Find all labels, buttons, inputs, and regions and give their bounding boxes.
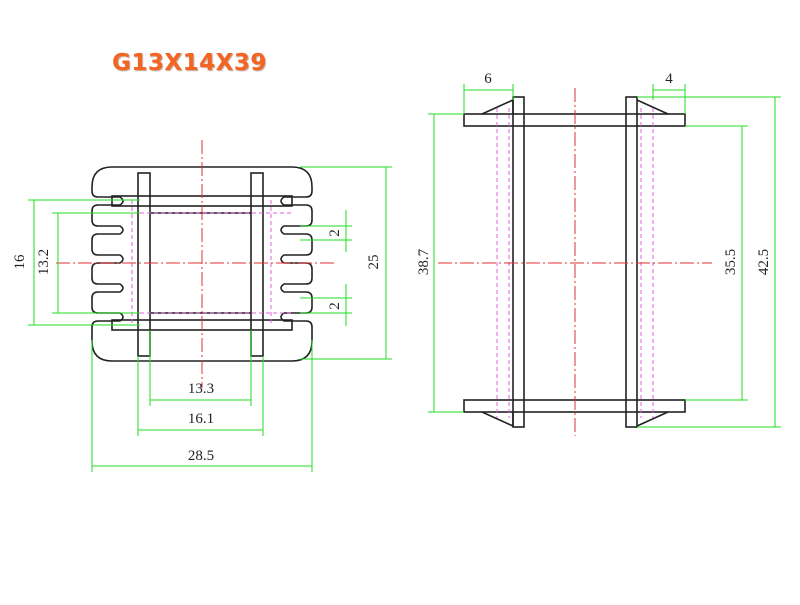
dim-25: 25: [300, 166, 392, 360]
dim-38-7-label: 38.7: [416, 248, 432, 275]
pin-top-right: [636, 99, 669, 115]
dim-35-5: 35.5: [685, 125, 748, 401]
left-post: [137, 172, 151, 357]
side-left-tube: [512, 96, 525, 428]
dim-13-2-label: 13.2: [36, 249, 52, 275]
dim-16-label: 16: [12, 254, 28, 270]
dim-2-upper: 2: [300, 210, 352, 252]
front-view: 16 13.2 25 2: [12, 140, 392, 472]
pin-bottom-left: [481, 411, 514, 428]
dim-13-2: 13.2: [36, 212, 140, 314]
dim-4: 4: [652, 71, 686, 114]
dim-16-1-label: 16.1: [188, 411, 214, 427]
dim-38-7: 38.7: [416, 113, 464, 413]
pin-bottom-right: [636, 411, 669, 427]
dim-13-3-label: 13.3: [188, 381, 214, 397]
dim-28-5-label: 28.5: [188, 448, 214, 464]
dim-42-5-label: 42.5: [756, 249, 772, 275]
dim-6: 6: [463, 71, 514, 114]
part-title: G13X14X39: [112, 50, 267, 76]
dim-28-5: 28.5: [91, 340, 313, 472]
dim-42-5: 42.5: [637, 96, 781, 428]
dim-2-lower-label: 2: [327, 302, 343, 310]
bobbin-outline: [91, 166, 313, 362]
dim-35-5-label: 35.5: [723, 249, 739, 275]
side-right-tube: [625, 96, 638, 428]
dim-2-upper-label: 2: [327, 229, 343, 237]
dim-4-label: 4: [665, 71, 673, 87]
dim-6-label: 6: [484, 71, 492, 87]
dim-16-1: 16.1: [137, 356, 264, 436]
dim-13-3: 13.3: [149, 330, 252, 406]
dim-25-label: 25: [366, 255, 382, 270]
side-view: 6 4 38.7 35.5: [416, 71, 781, 436]
right-post: [250, 172, 264, 357]
dim-16: 16: [12, 199, 140, 326]
dim-2-lower: 2: [300, 284, 352, 326]
